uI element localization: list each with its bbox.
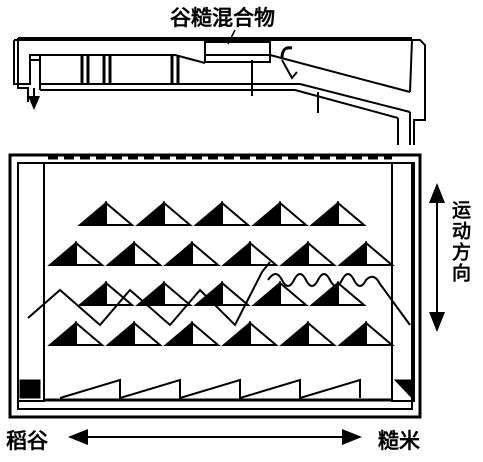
dimple-light [105, 280, 135, 306]
dimple-light [133, 240, 163, 266]
mixture-label: 谷糙混合物 [170, 6, 275, 30]
dimple-dark [221, 240, 251, 266]
dimple-dark [135, 200, 165, 226]
dimple-light [337, 280, 367, 306]
dimple-dark [47, 240, 77, 266]
dimple-dark [193, 280, 223, 306]
dimple-light [163, 200, 193, 226]
dimple-dark [47, 320, 77, 346]
dimple-light [191, 240, 221, 266]
dimple-dark [309, 200, 339, 226]
dimple-light [75, 320, 105, 346]
dimple-dark [221, 320, 251, 346]
dimple-dark [337, 240, 367, 266]
dimple-dark [251, 280, 281, 306]
dimple-light [307, 240, 337, 266]
dimple-dark [105, 320, 135, 346]
dimple-light [365, 320, 395, 346]
dimple-light [133, 320, 163, 346]
dimple-light [163, 280, 193, 306]
dimple-light [249, 240, 279, 266]
dimple-dark [279, 320, 309, 346]
dimple-light [75, 240, 105, 266]
dimple-light [221, 280, 251, 306]
dimple-dark [163, 320, 193, 346]
dimple-dark [279, 240, 309, 266]
dimple-light [279, 280, 309, 306]
dimple-dark [251, 200, 281, 226]
separator-tray [8, 153, 422, 419]
dimple-light [249, 320, 279, 346]
dimple-dark [105, 240, 135, 266]
dimple-light [365, 240, 395, 266]
dimple-light [105, 200, 135, 226]
particle-paths [27, 261, 411, 327]
dimple-light [191, 320, 221, 346]
dimple-light [337, 200, 367, 226]
dimple-rows [47, 200, 395, 346]
dimple-dark [163, 240, 193, 266]
dimple-dark [77, 280, 107, 306]
dimple-dark [77, 200, 107, 226]
paddy-label: 稻谷 [6, 429, 48, 453]
dimple-light [221, 200, 251, 226]
bottom-teeth [59, 378, 361, 400]
dimple-light [307, 320, 337, 346]
dimple-light [279, 200, 309, 226]
dimple-dark [193, 200, 223, 226]
dimple-dark [337, 320, 367, 346]
feed-chute [13, 29, 426, 145]
motion-direction-label: 运动方向 [449, 200, 471, 284]
brown-rice-label: 糙米 [378, 429, 420, 453]
